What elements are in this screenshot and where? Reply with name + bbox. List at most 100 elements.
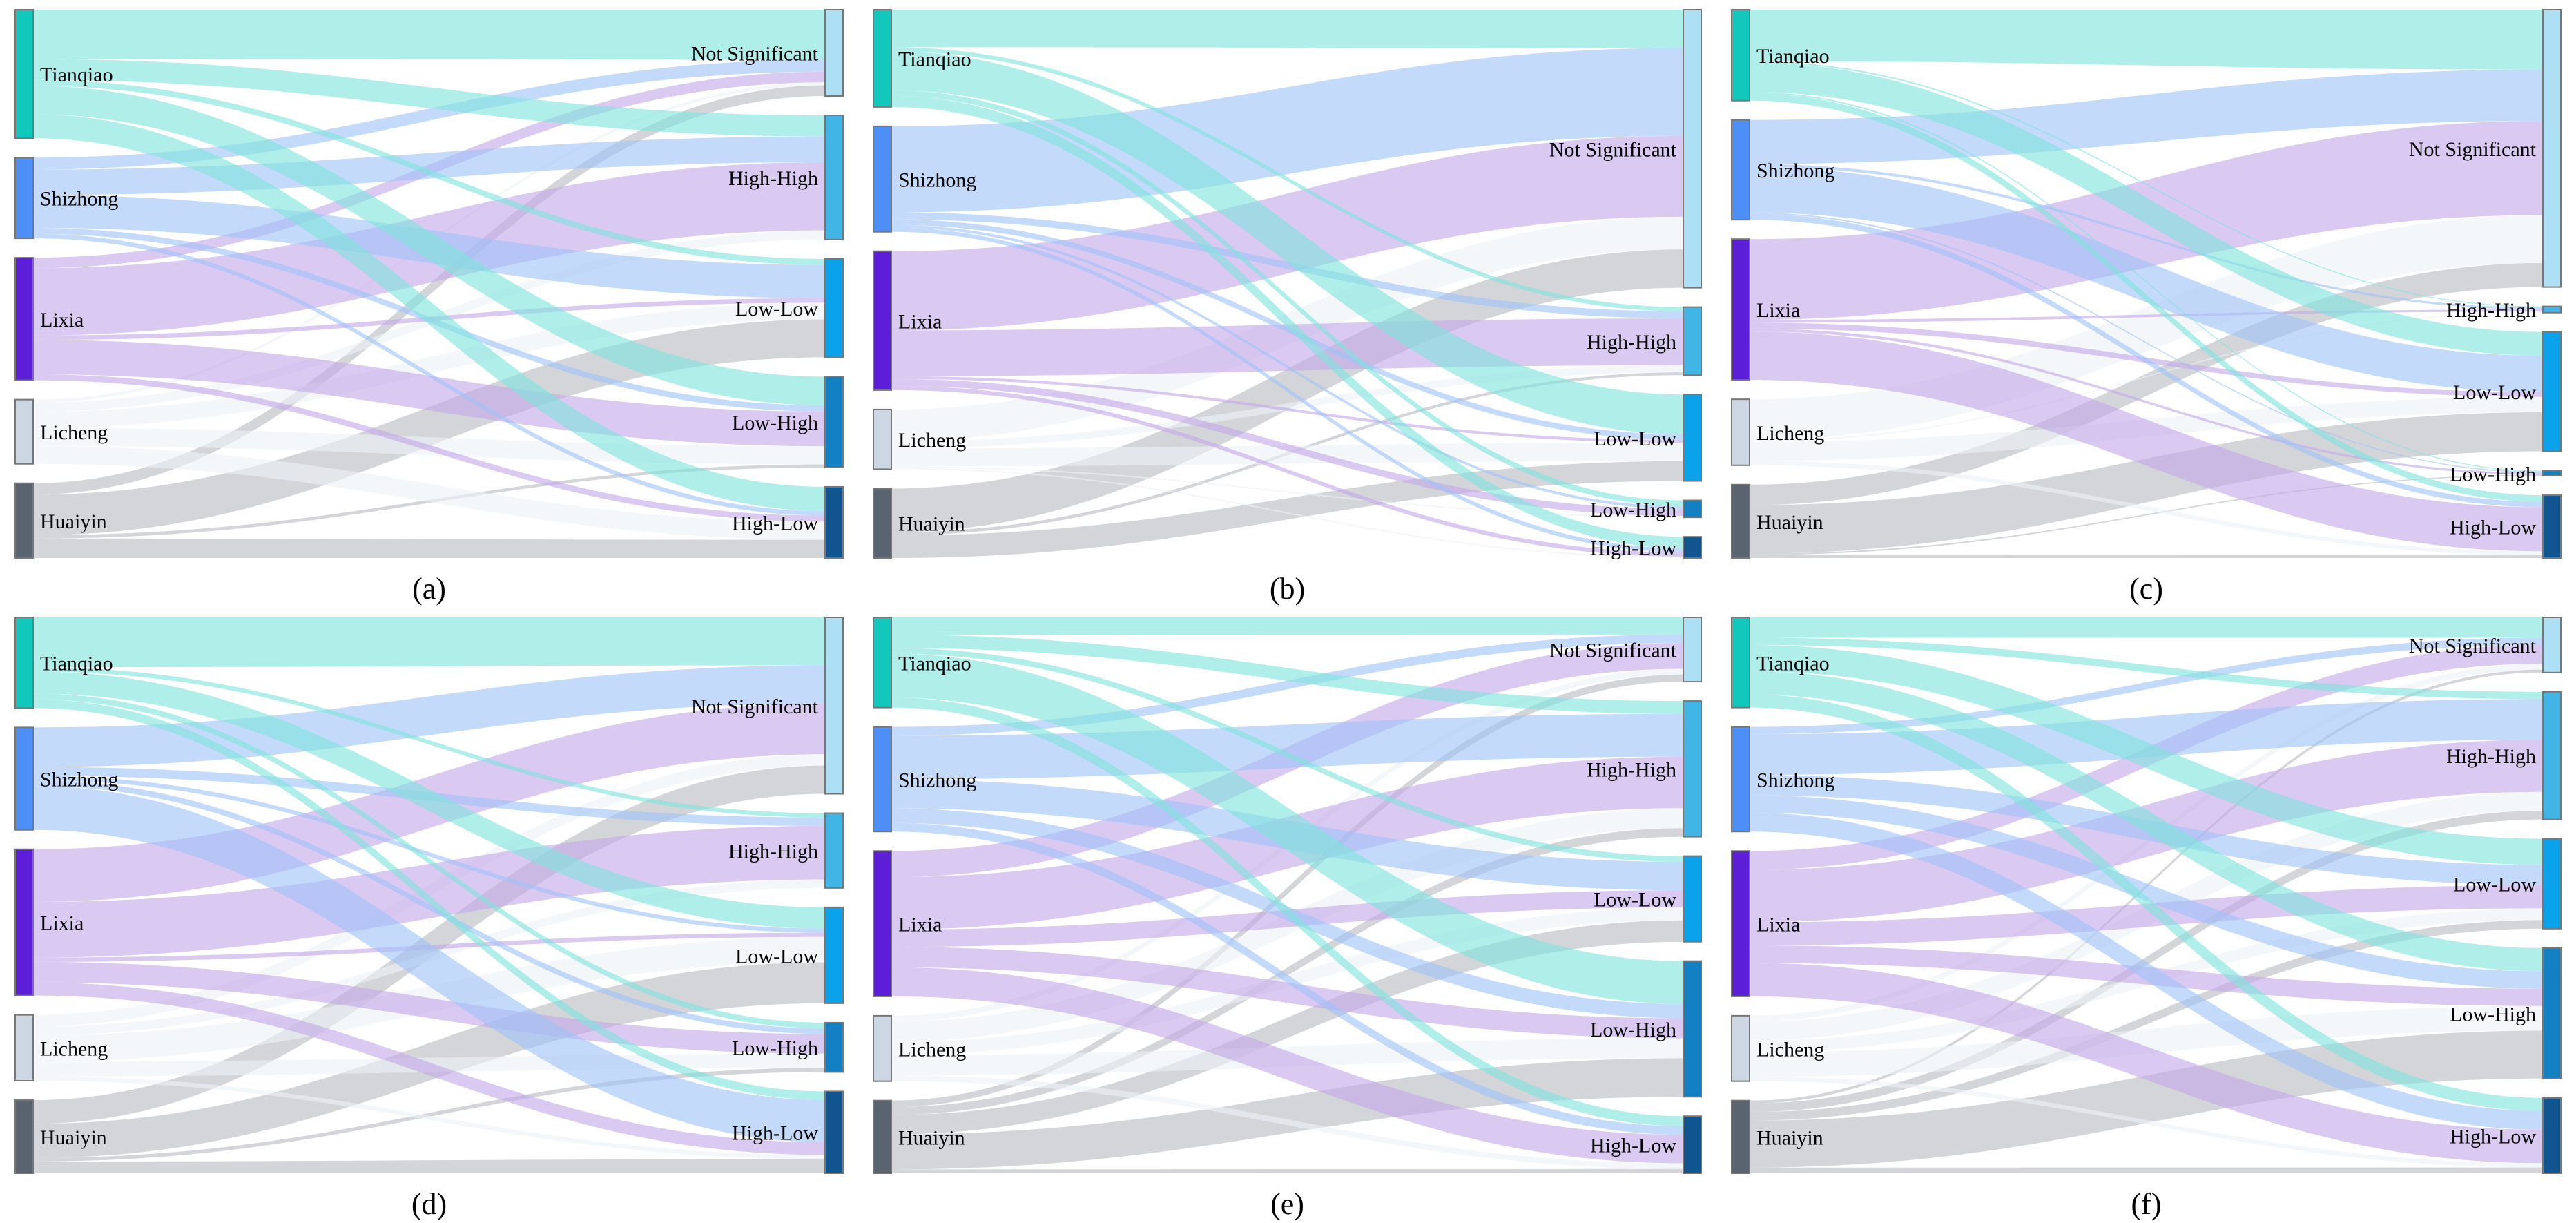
sankey-node-source-lixia[interactable] — [1731, 850, 1750, 997]
sankey-node-source-shizhong[interactable] — [14, 157, 34, 240]
sankey-link — [1750, 91, 2543, 472]
sankey-link — [1750, 461, 2543, 556]
sankey-node-source-lixia[interactable] — [1731, 238, 1750, 381]
sankey-node-target-hh[interactable] — [824, 114, 844, 240]
sankey-node-target-lh[interactable] — [2542, 470, 2562, 477]
sankey-node-label-tianqiao: Tianqiao — [898, 652, 971, 675]
sankey-links-a — [33, 10, 825, 558]
sankey-link — [1750, 963, 2543, 1164]
sankey-link — [33, 786, 825, 1143]
sankey-node-source-licheng[interactable] — [873, 408, 892, 470]
sankey-link — [33, 671, 825, 929]
sankey-node-target-hl[interactable] — [824, 485, 844, 559]
sankey-node-target-lh[interactable] — [1683, 960, 1702, 1098]
sankey-node-source-tianqiao[interactable] — [1731, 9, 1750, 102]
sankey-node-label-tianqiao: Tianqiao — [1756, 45, 1830, 68]
sankey-node-source-tianqiao[interactable] — [14, 617, 34, 709]
sankey-node-target-lh[interactable] — [824, 376, 844, 468]
sankey-node-source-licheng[interactable] — [873, 1014, 892, 1082]
sankey-node-target-lh[interactable] — [2542, 947, 2562, 1079]
sankey-node-target-ns[interactable] — [1683, 617, 1702, 683]
sankey-node-source-shizhong[interactable] — [1731, 726, 1750, 833]
sankey-node-source-licheng[interactable] — [1731, 1014, 1750, 1082]
sankey-node-target-hl[interactable] — [1683, 536, 1702, 559]
sankey-node-target-ll[interactable] — [824, 906, 844, 1004]
sankey-node-label-ns: Not Significant — [2409, 635, 2537, 657]
sankey-node-target-hh[interactable] — [1683, 306, 1702, 376]
sankey-node-target-ll[interactable] — [824, 258, 844, 358]
sankey-node-target-lh[interactable] — [824, 1021, 844, 1073]
sankey-node-target-ns[interactable] — [2542, 9, 2562, 288]
sankey-link — [33, 538, 825, 558]
sankey-node-label-tianqiao: Tianqiao — [1756, 652, 1830, 675]
sankey-link — [891, 90, 1683, 506]
sankey-node-source-huaiyin[interactable] — [1731, 483, 1750, 559]
sankey-node-target-lh[interactable] — [1683, 499, 1702, 519]
sankey-link — [891, 376, 1683, 443]
sankey-link — [33, 982, 825, 1155]
sankey-link — [1750, 812, 2543, 1130]
sankey-link — [33, 10, 825, 60]
sankey-node-source-shizhong[interactable] — [14, 726, 34, 831]
sankey-node-target-ns[interactable] — [824, 9, 844, 97]
sankey-node-target-hl[interactable] — [824, 1090, 844, 1175]
sankey-node-label-hl: High-Low — [2450, 1125, 2536, 1148]
sankey-node-source-shizhong[interactable] — [873, 125, 892, 233]
sankey-link — [891, 634, 1683, 736]
sankey-node-source-lixia[interactable] — [873, 250, 892, 391]
sankey-node-source-licheng[interactable] — [1731, 398, 1750, 466]
sankey-link — [1750, 69, 2543, 164]
sankey-node-label-huaiyin: Huaiyin — [898, 513, 965, 536]
sankey-link — [1750, 62, 2543, 356]
sankey-link — [33, 374, 825, 522]
sankey-node-source-huaiyin[interactable] — [873, 1099, 892, 1174]
sankey-node-target-ns[interactable] — [2542, 617, 2562, 673]
sankey-node-target-hl[interactable] — [2542, 1097, 2562, 1174]
sankey-node-source-licheng[interactable] — [14, 1014, 34, 1082]
sankey-node-target-ll[interactable] — [2542, 331, 2562, 452]
sankey-node-source-shizhong[interactable] — [1731, 119, 1750, 221]
sankey-link — [1750, 885, 2543, 946]
sankey-node-label-huaiyin: Huaiyin — [1756, 511, 1823, 534]
sankey-node-target-hh[interactable] — [2542, 691, 2562, 820]
sankey-node-source-licheng[interactable] — [14, 398, 34, 465]
sankey-node-target-hh[interactable] — [824, 812, 844, 889]
sankey-node-source-lixia[interactable] — [14, 257, 34, 381]
sankey-node-source-tianqiao[interactable] — [14, 9, 34, 139]
sankey-node-source-huaiyin[interactable] — [14, 482, 34, 559]
sankey-node-target-hl[interactable] — [2542, 494, 2562, 559]
sankey-node-target-hl[interactable] — [1683, 1115, 1702, 1174]
sankey-node-source-huaiyin[interactable] — [1731, 1099, 1750, 1174]
sankey-link — [1750, 61, 2543, 308]
sankey-node-source-huaiyin[interactable] — [14, 1099, 34, 1174]
sankey-link — [33, 667, 825, 818]
sankey-node-label-ns: Not Significant — [1549, 138, 1677, 161]
sankey-node-label-ns: Not Significant — [691, 695, 819, 718]
sankey-node-label-licheng: Licheng — [1756, 1038, 1824, 1061]
sankey-node-label-lh: Low-High — [1590, 1019, 1676, 1041]
sankey-link — [33, 340, 825, 447]
sankey-node-source-huaiyin[interactable] — [873, 488, 892, 559]
sankey-node-target-hh[interactable] — [1683, 700, 1702, 838]
sankey-node-target-ns[interactable] — [1683, 9, 1702, 289]
sankey-link — [891, 648, 1683, 862]
sankey-node-target-ll[interactable] — [1683, 855, 1702, 943]
sankey-node-source-lixia[interactable] — [873, 850, 892, 997]
sankey-node-source-tianqiao[interactable] — [873, 9, 892, 108]
sankey-node-source-lixia[interactable] — [14, 848, 34, 996]
sankey-node-target-ns[interactable] — [824, 617, 844, 795]
sankey-node-target-ll[interactable] — [2542, 838, 2562, 930]
sankey-node-target-ll[interactable] — [1683, 394, 1702, 482]
sankey-node-target-hh[interactable] — [2542, 305, 2562, 314]
sankey-node-source-shizhong[interactable] — [873, 726, 892, 833]
sankey-node-source-tianqiao[interactable] — [873, 617, 892, 709]
sankey-node-source-tianqiao[interactable] — [1731, 617, 1750, 709]
sankey-link — [33, 114, 825, 512]
